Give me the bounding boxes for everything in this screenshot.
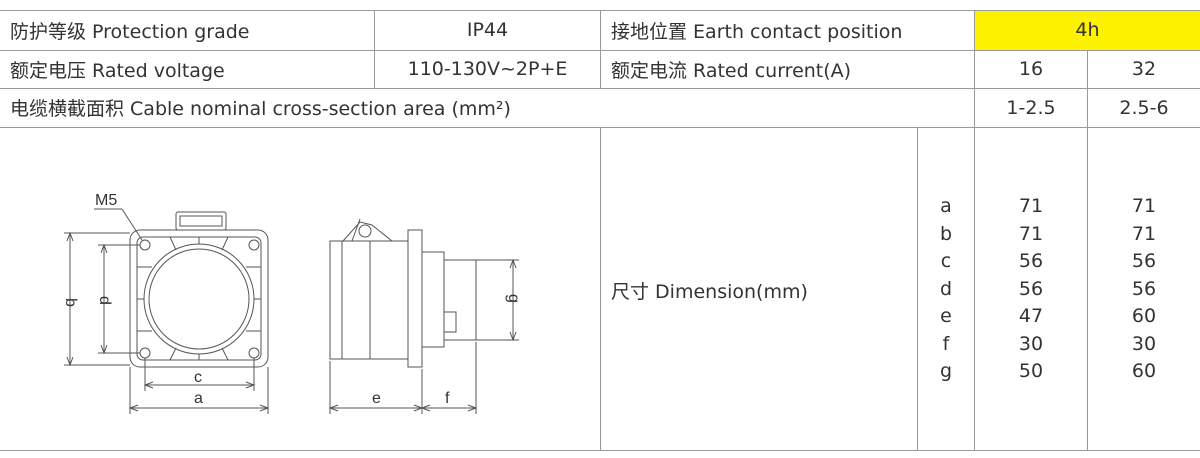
- rated-voltage-label: 额定电压 Rated voltage: [10, 59, 225, 82]
- m5-leader: [121, 208, 143, 241]
- front-inner-frame: [136, 236, 262, 361]
- arrow: [66, 356, 74, 367]
- protection-grade-value: IP44: [466, 19, 509, 41]
- dim-value-16-e: 47: [1018, 305, 1044, 327]
- rated-voltage-value: 110-130V~2P+E: [407, 58, 568, 80]
- arrow: [328, 404, 339, 412]
- dim-letter-e: e: [940, 305, 952, 327]
- dim-label-c: c: [194, 369, 202, 386]
- dim-letter-a: a: [940, 195, 952, 217]
- dimension-letters: a b c d e f g: [918, 193, 974, 386]
- rib: [169, 236, 177, 251]
- cable-section-label: 电缆横截面积 Cable nominal cross-section area …: [10, 98, 511, 120]
- earth-position-label: 接地位置 Earth contact position: [611, 20, 903, 43]
- side-rear-step: [443, 259, 477, 341]
- screw-hole: [248, 347, 260, 359]
- hinge-pin: [358, 224, 372, 238]
- dim-value-16-c: 56: [1018, 250, 1044, 272]
- arrow: [467, 404, 478, 412]
- dim-value-32-c: 56: [1131, 250, 1157, 272]
- screw-hole: [139, 347, 151, 359]
- dim-value-32-a: 71: [1131, 195, 1157, 217]
- dim-value-16-b: 71: [1018, 222, 1044, 245]
- grid-line: [974, 10, 975, 450]
- dim-label-f: f: [445, 390, 450, 407]
- rib: [221, 236, 229, 251]
- dim-letter-c: c: [940, 250, 952, 272]
- arrow: [66, 231, 74, 242]
- top-tab-inner: [179, 215, 223, 227]
- side-flange: [407, 229, 423, 368]
- arrow: [259, 404, 270, 412]
- dim-label-d: d: [96, 296, 113, 305]
- socket-circle-outer: [143, 243, 255, 355]
- arrow: [509, 258, 517, 269]
- rated-current-32: 32: [1131, 58, 1157, 80]
- dim-label-a: a: [194, 390, 203, 407]
- socket-circle: [148, 248, 250, 350]
- rated-current-label: 额定电流 Rated current(A): [611, 59, 852, 82]
- dim-value-16-g: 50: [1018, 360, 1044, 382]
- dim-letter-g: g: [939, 360, 953, 382]
- dim-label-e: e: [372, 390, 381, 407]
- side-rear: [421, 251, 445, 348]
- grid-line: [374, 10, 375, 88]
- arrow: [100, 243, 108, 254]
- grid-line: [0, 450, 1200, 451]
- side-rear-knob: [443, 311, 457, 333]
- hinge-arm: [351, 218, 361, 242]
- dim-value-32-b: 71: [1131, 222, 1157, 245]
- cable-section-32: 2.5-6: [1119, 96, 1169, 119]
- dim-label-b: b: [62, 298, 79, 307]
- dim-value-32-g: 60: [1131, 360, 1157, 382]
- screw-hole: [248, 239, 260, 251]
- earth-position-value: 4h: [1075, 19, 1100, 41]
- top-tab: [175, 211, 227, 231]
- arrow: [509, 331, 517, 342]
- front-view: [64, 208, 270, 414]
- side-view: [328, 218, 519, 414]
- arrow: [143, 381, 154, 389]
- dim-value-16-a: 71: [1018, 195, 1044, 217]
- cable-section-16: 1-2.5: [1006, 96, 1056, 119]
- m5-label: M5: [95, 192, 117, 209]
- rated-current-16: 16: [1018, 58, 1044, 80]
- dimension-values-32: 71 71 56 56 60 30 60: [1088, 193, 1200, 386]
- arrow: [420, 404, 431, 412]
- dim-value-32-d: 56: [1131, 277, 1157, 300]
- dim-label-g: g: [505, 294, 522, 303]
- dim-value-16-d: 56: [1018, 277, 1044, 300]
- grid-line: [917, 127, 918, 450]
- arrow: [100, 344, 108, 355]
- grid-line: [600, 127, 601, 450]
- dim-value-32-e: 60: [1131, 305, 1157, 327]
- grid-line: [1087, 50, 1088, 450]
- grid-line: [0, 88, 1200, 89]
- arrow: [128, 404, 139, 412]
- protection-grade-label: 防护等级 Protection grade: [10, 20, 250, 43]
- dimension-values-16: 71 71 56 56 47 30 50: [975, 193, 1087, 386]
- earth-position-highlight: [974, 10, 1200, 50]
- dim-letter-d: d: [939, 277, 953, 300]
- dim-value-32-f: 30: [1131, 332, 1157, 355]
- front-housing: [129, 229, 269, 368]
- lid-hinge: [342, 221, 393, 242]
- rib: [169, 347, 177, 361]
- dim-letter-b: b: [939, 222, 953, 245]
- dim-letter-f: f: [942, 332, 950, 355]
- screw-hole: [139, 239, 151, 251]
- dimension-label: 尺寸 Dimension(mm): [611, 280, 808, 303]
- grid-line: [600, 10, 601, 88]
- rib: [221, 347, 229, 361]
- arrow: [245, 381, 256, 389]
- technical-drawing: M5 a c e f b d g: [62, 192, 522, 414]
- dim-value-16-f: 30: [1018, 332, 1044, 355]
